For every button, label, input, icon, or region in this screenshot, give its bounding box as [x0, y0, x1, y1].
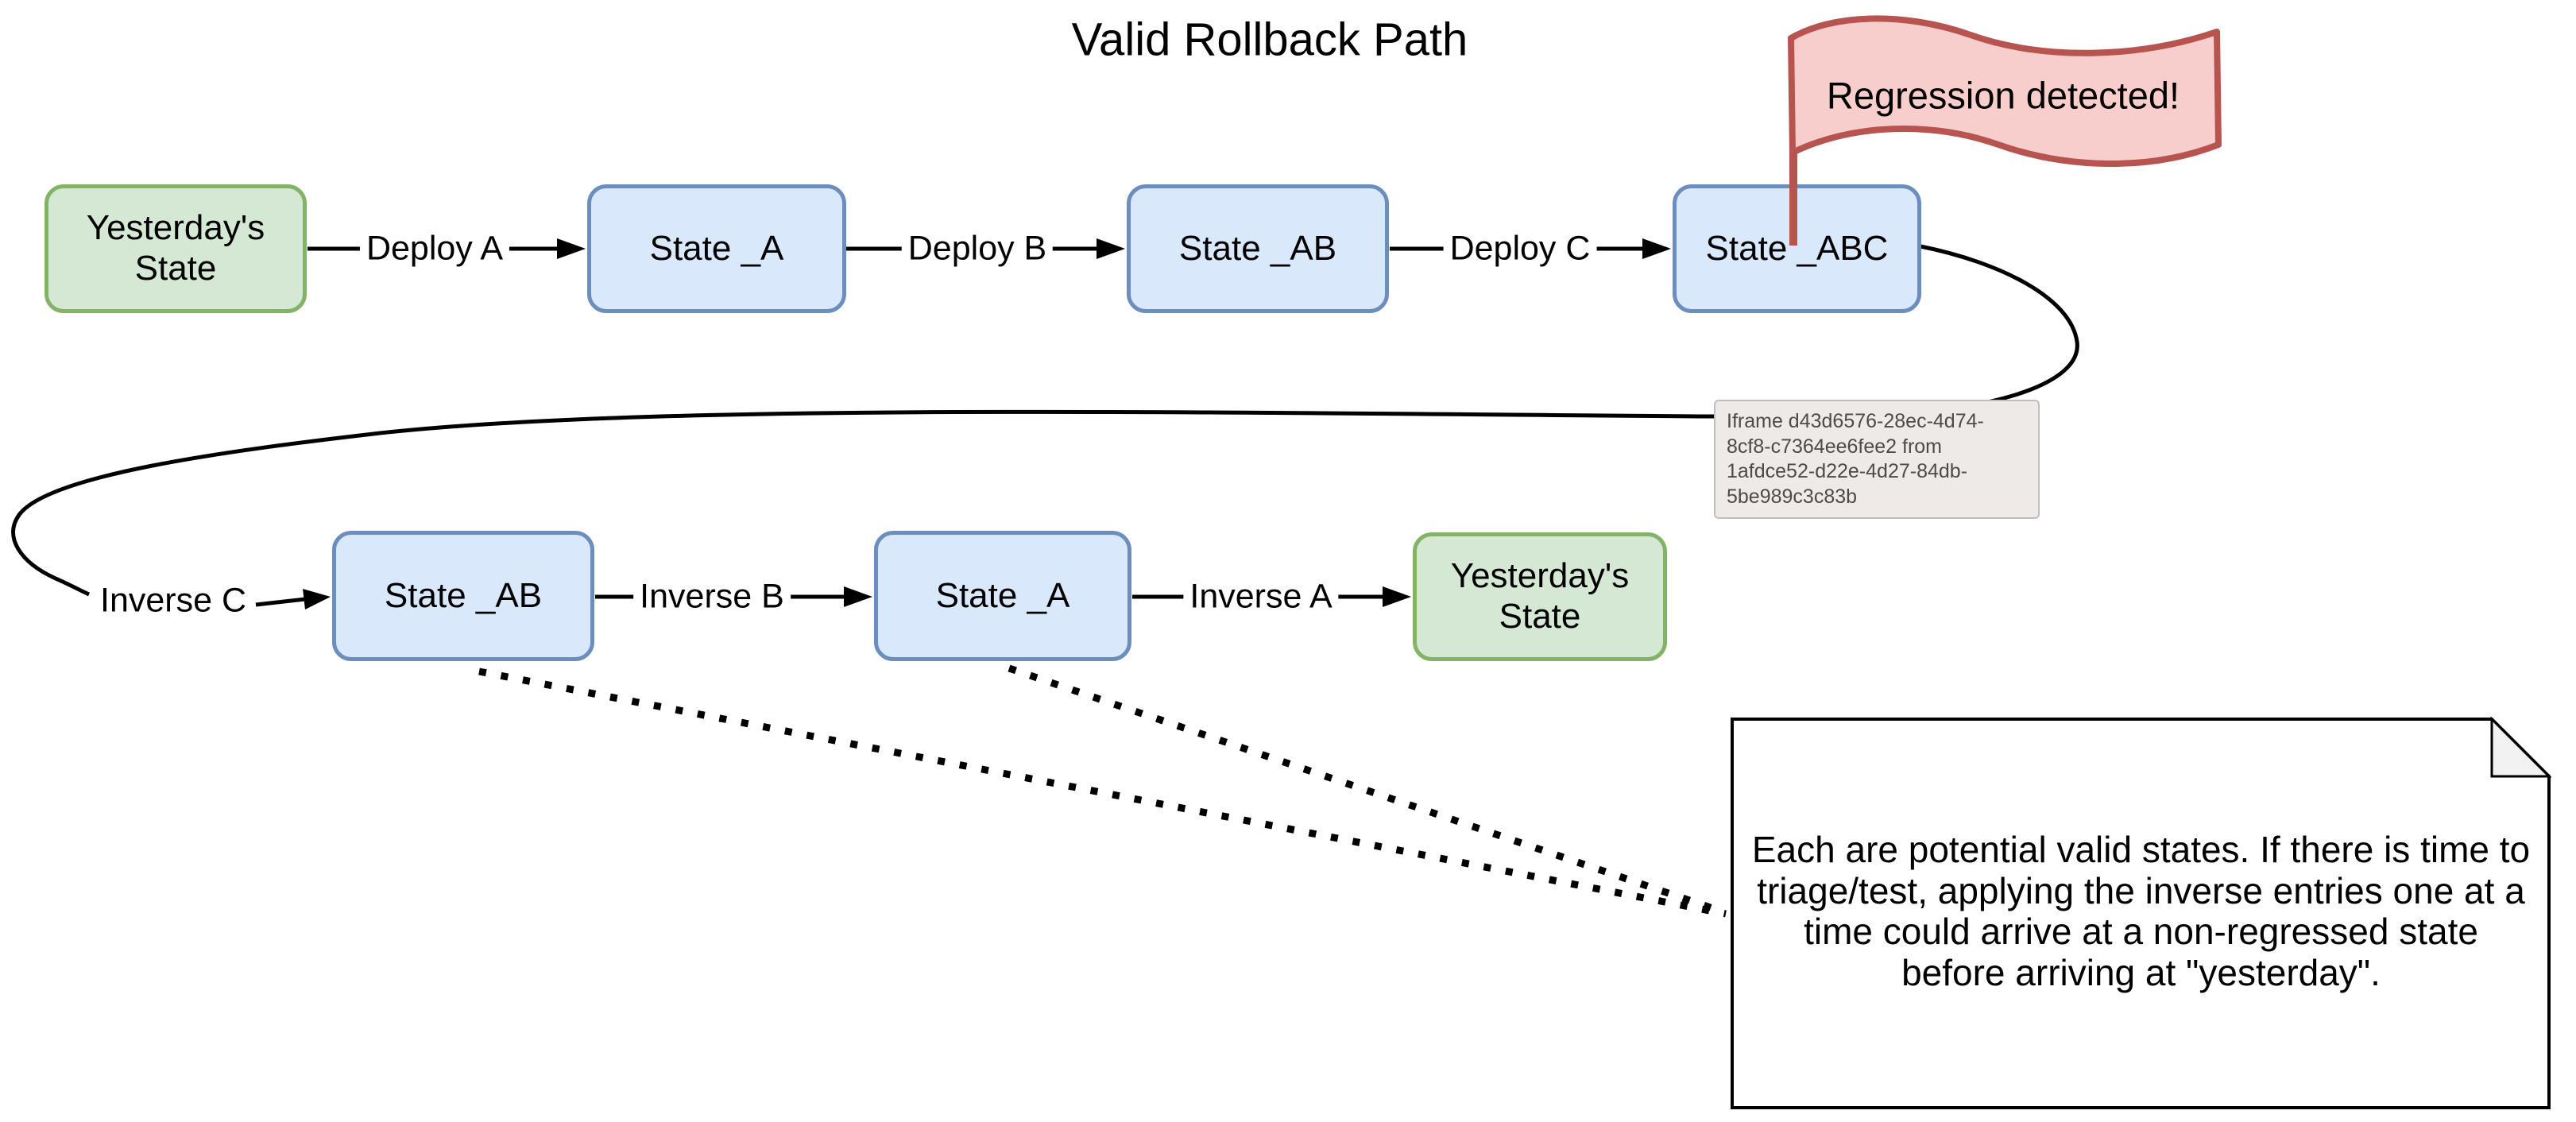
node-yesterday-state-bottom: Yesterday's State	[1413, 532, 1667, 661]
arrowhead	[557, 238, 586, 259]
node-label: Yesterday's State	[86, 208, 265, 288]
node-label: Yesterday's State	[1450, 556, 1630, 636]
note-text: Each are potential valid states. If ther…	[1751, 829, 2531, 993]
page-title: Valid Rollback Path	[1071, 14, 1468, 66]
node-label: State _A	[935, 575, 1070, 615]
node-label: State _A	[649, 228, 784, 268]
edge-label-inverse-c: Inverse C	[93, 581, 253, 621]
note-fold-corner	[2490, 716, 2552, 778]
edge-label-inverse-a: Inverse A	[1183, 577, 1339, 617]
edge-label-inverse-b: Inverse B	[633, 577, 791, 617]
flag-label: Regression detected!	[1826, 74, 2180, 117]
arrowhead	[1642, 238, 1671, 259]
iframe-tooltip: Iframe d43d6576-28ec-4d74-8cf8-c7364ee6f…	[1714, 400, 2040, 519]
rollback-curve	[11, 244, 2079, 597]
arrowhead	[1383, 586, 1411, 607]
arrowhead	[1097, 238, 1125, 259]
node-state-a-top: State _A	[587, 184, 846, 313]
arrowhead	[844, 586, 872, 607]
edge-label-deploy-a: Deploy A	[359, 229, 510, 269]
node-state-ab-top: State _AB	[1127, 184, 1389, 313]
node-state-ab-bottom: State _AB	[332, 531, 594, 661]
note-shape	[1731, 716, 2552, 1109]
dotted-connector-state-a	[1008, 664, 1726, 916]
node-label: State _AB	[384, 575, 543, 615]
edge-label-deploy-b: Deploy B	[901, 229, 1054, 269]
node-state-a-bottom: State _A	[874, 531, 1131, 661]
edge-label-deploy-c: Deploy C	[1443, 229, 1597, 269]
node-label: State _AB	[1178, 228, 1337, 268]
node-yesterday-state-top: Yesterday's State	[44, 184, 307, 313]
flag-banner	[1788, 15, 2222, 168]
arrowhead	[303, 589, 331, 609]
edge-inverse-c	[255, 589, 331, 609]
